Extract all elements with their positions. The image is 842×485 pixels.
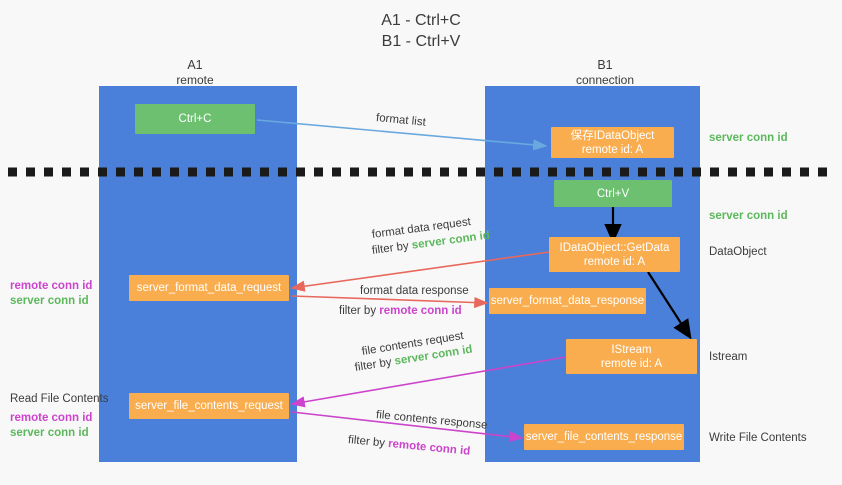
lane-a1-name: A1 — [187, 58, 203, 72]
node-server-file-contents-request-label: server_file_contents_request — [135, 400, 283, 412]
edge-label-file-contents-response: file contents response — [375, 409, 488, 432]
filter-prefix-1: filter by — [371, 239, 413, 257]
annotation-read-file-contents: Read File Contents — [10, 393, 109, 405]
lane-b1-sub: connection — [575, 73, 635, 87]
edge-label-format-list: format list — [375, 112, 427, 129]
filter-prefix-2: filter by — [339, 305, 380, 317]
filter-key-remote-conn-id-1: remote conn id — [379, 305, 462, 317]
node-getdata-line2: remote id: A — [583, 255, 646, 268]
edge-label-file-contents-response-filter: filter by remote conn id — [347, 433, 471, 460]
node-ctrl-v[interactable]: Ctrl+V — [554, 180, 672, 207]
annotation-left-remote-conn-id-2: remote conn id — [10, 412, 93, 424]
node-save-idataobject[interactable]: 保存IDataObject remote id: A — [551, 127, 674, 158]
lane-header-a1: A1 remote — [135, 58, 255, 88]
edge-label-format-data-response: format data response — [360, 285, 469, 297]
node-istream-line2: remote id: A — [600, 357, 663, 370]
node-istream[interactable]: IStream remote id: A — [566, 339, 697, 374]
node-server-format-data-request[interactable]: server_format_data_request — [129, 275, 289, 301]
node-save-idataobject-line2: remote id: A — [581, 143, 644, 156]
node-server-format-data-request-label: server_format_data_request — [136, 282, 282, 294]
annotation-left-server-conn-id-2: server conn id — [10, 427, 89, 439]
annotation-left-server-conn-id-1: server conn id — [10, 295, 89, 307]
annotation-server-conn-id-1: server conn id — [709, 132, 788, 144]
node-getdata-line1: IDataObject::GetData — [559, 241, 670, 254]
title-line-1: A1 - Ctrl+C — [381, 12, 461, 29]
annotation-istream: Istream — [709, 351, 748, 363]
lane-b1-name: B1 — [597, 58, 613, 72]
node-server-file-contents-response-label: server_file_contents_response — [525, 431, 683, 443]
filter-prefix-3: filter by — [353, 355, 396, 374]
node-server-file-contents-response[interactable]: server_file_contents_response — [524, 424, 684, 450]
filter-key-remote-conn-id-2: remote conn id — [387, 437, 471, 458]
node-istream-line1: IStream — [611, 343, 652, 356]
lane-a1-sub: remote — [176, 73, 214, 87]
annotation-server-conn-id-2: server conn id — [709, 210, 788, 222]
annotation-dataobject: DataObject — [709, 246, 767, 258]
node-ctrl-c[interactable]: Ctrl+C — [135, 104, 255, 134]
node-server-format-data-response[interactable]: server_format_data_response — [489, 288, 646, 314]
node-idataobject-getdata[interactable]: IDataObject::GetData remote id: A — [549, 237, 680, 272]
node-server-format-data-response-label: server_format_data_response — [490, 295, 645, 307]
title-line-2: B1 - Ctrl+V — [381, 33, 461, 50]
filter-prefix-4: filter by — [347, 434, 389, 450]
annotation-write-file-contents: Write File Contents — [709, 432, 807, 444]
node-ctrl-c-label: Ctrl+C — [178, 113, 212, 125]
node-server-file-contents-request[interactable]: server_file_contents_request — [129, 393, 289, 419]
node-save-idataobject-line1: 保存IDataObject — [570, 129, 655, 142]
lane-header-b1: B1 connection — [545, 58, 665, 88]
annotation-left-remote-conn-id-1: remote conn id — [10, 280, 93, 292]
diagram-title: A1 - Ctrl+C B1 - Ctrl+V — [0, 10, 842, 52]
node-ctrl-v-label: Ctrl+V — [596, 187, 630, 200]
edge-label-format-data-response-filter: filter by remote conn id — [339, 304, 462, 319]
